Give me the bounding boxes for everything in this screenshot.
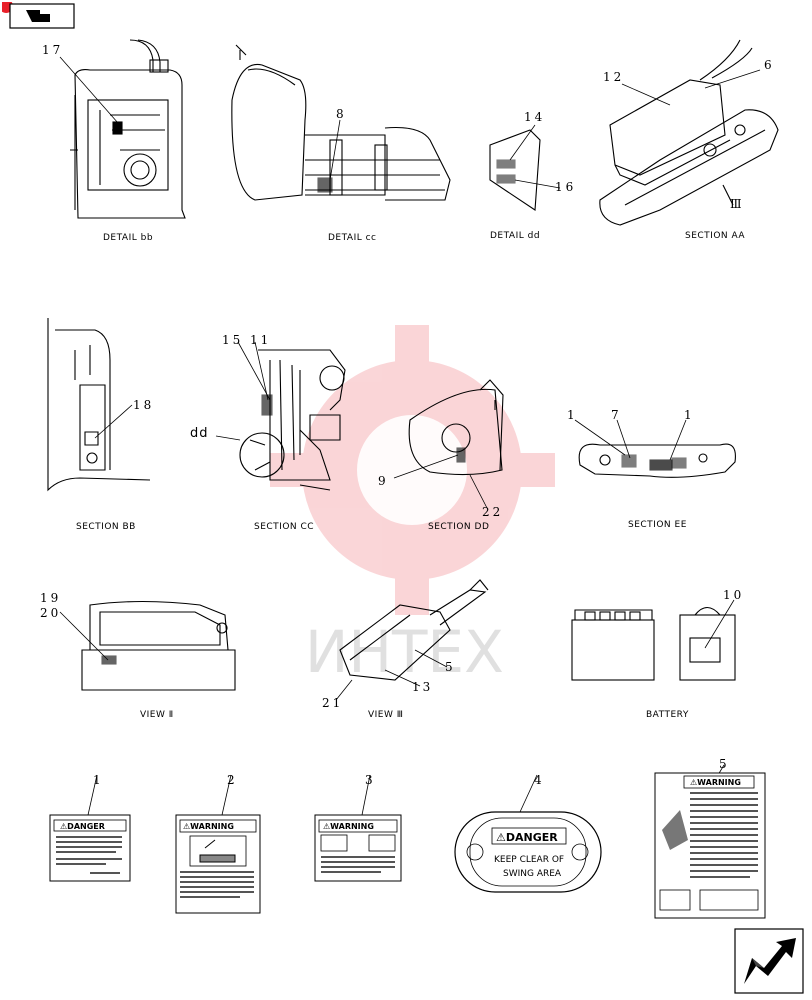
- caption-view-2: VIEW Ⅲ: [368, 710, 404, 720]
- caption-section-aa: SECTION AA: [685, 231, 746, 241]
- callout-20[interactable]: 20: [40, 606, 62, 620]
- caption-detail-bb: DETAIL bb: [103, 233, 154, 243]
- callout-15[interactable]: 15: [222, 333, 244, 347]
- detail-dd-drawing: [489, 129, 541, 211]
- callout-18[interactable]: 18: [133, 398, 155, 412]
- decal-1-header: ⚠DANGER: [60, 822, 105, 831]
- callout-10[interactable]: 10: [723, 588, 745, 602]
- decal-4-header: ⚠DANGER: [496, 831, 558, 844]
- next-page-button[interactable]: [734, 928, 804, 994]
- callout-22[interactable]: 22: [482, 505, 504, 519]
- detail-bb-drawing: [70, 39, 186, 219]
- callout-17[interactable]: 17: [42, 43, 64, 57]
- decal-5-warning: ⚠WARNING: [654, 772, 766, 919]
- decal-3-header: ⚠WARNING: [323, 822, 374, 831]
- callout-7[interactable]: 7: [611, 408, 622, 422]
- caption-section-dd: SECTION DD: [428, 522, 490, 532]
- callout-decal-3[interactable]: 3: [365, 773, 376, 787]
- callout-dd[interactable]: dd: [190, 426, 209, 441]
- page-back-button[interactable]: [0, 0, 76, 30]
- decal-4-line1: KEEP CLEAR OF: [494, 855, 564, 865]
- section-aa-drawing: [599, 39, 779, 226]
- decal-4-danger-swing-area: ⚠DANGER KEEP CLEAR OF SWING AREA: [454, 811, 602, 893]
- decal-1-danger: ⚠DANGER: [49, 814, 131, 882]
- callout-21[interactable]: 21: [322, 696, 344, 710]
- caption-detail-cc: DETAIL cc: [328, 233, 377, 243]
- callout-16[interactable]: 16: [555, 180, 577, 194]
- callout-decal-4[interactable]: 4: [534, 773, 545, 787]
- callout-decal-5[interactable]: 5: [719, 757, 730, 771]
- decal-5-header: ⚠WARNING: [690, 778, 741, 787]
- section-cc-drawing: [239, 349, 346, 491]
- callout-19[interactable]: 19: [40, 591, 62, 605]
- callout-1a[interactable]: 1: [567, 408, 578, 422]
- callout-11[interactable]: 11: [250, 333, 272, 347]
- watermark-text: ИНТЕХ: [305, 618, 504, 686]
- callout-5a[interactable]: 5: [445, 660, 456, 674]
- section-bb-drawing: [47, 318, 151, 492]
- decal-3-warning: ⚠WARNING: [314, 814, 402, 882]
- section-ee-drawing: [578, 443, 736, 478]
- decal-4-line2: SWING AREA: [503, 869, 562, 879]
- caption-section-bb: SECTION BB: [76, 522, 136, 532]
- callout-section-marker[interactable]: Ⅲ: [730, 197, 745, 211]
- next-page-arrow-icon: [734, 928, 804, 994]
- callout-decal-2[interactable]: 2: [227, 773, 238, 787]
- caption-section-cc: SECTION CC: [254, 522, 315, 532]
- caption-view-1: VIEW Ⅱ: [140, 710, 174, 720]
- caption-detail-dd: DETAIL dd: [490, 231, 541, 241]
- leader-lines: [59, 56, 761, 816]
- callout-14[interactable]: 14: [524, 110, 546, 124]
- caption-battery: BATTERY: [646, 710, 689, 720]
- callout-decal-1[interactable]: 1: [93, 773, 104, 787]
- callout-9[interactable]: 9: [378, 474, 389, 488]
- decal-2-warning: ⚠WARNING: [175, 814, 261, 914]
- callout-6[interactable]: 6: [764, 58, 775, 72]
- callout-8[interactable]: 8: [336, 107, 347, 121]
- callout-13[interactable]: 13: [412, 680, 434, 694]
- section-dd-drawing: [408, 379, 504, 476]
- detail-cc-drawing: [231, 44, 451, 201]
- decal-2-header: ⚠WARNING: [183, 822, 234, 831]
- page-back-icon: [0, 0, 75, 29]
- caption-section-ee: SECTION EE: [628, 520, 687, 530]
- callout-1b[interactable]: 1: [684, 408, 695, 422]
- view-two-drawing: [339, 579, 489, 681]
- battery-drawing: [571, 606, 736, 681]
- callout-12[interactable]: 12: [603, 70, 625, 84]
- view-one-drawing: [81, 600, 236, 691]
